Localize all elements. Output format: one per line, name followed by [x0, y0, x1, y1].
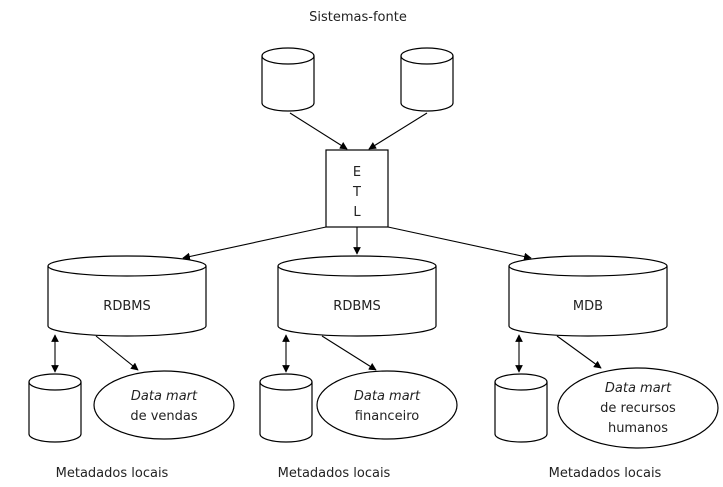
etl-letter-l: L: [353, 205, 361, 220]
metadata-3-label: Metadados locais: [549, 466, 662, 481]
metadata-2-label: Metadados locais: [278, 466, 391, 481]
metadata-2-cylinder: [259, 373, 313, 443]
store-3-label: MDB: [573, 299, 603, 314]
metadata-1-label: Metadados locais: [56, 466, 169, 481]
data-mart-financeiro-line2: financeiro: [355, 409, 419, 424]
data-mart-financeiro-line1: Data mart: [354, 389, 421, 404]
metadata-1-cylinder: [28, 373, 82, 443]
data-mart-vendas-line1: Data mart: [131, 389, 198, 404]
data-mart-rh-ellipse: [557, 367, 719, 449]
arrow-source-2-to-etl: [368, 112, 428, 150]
etl-box: [325, 149, 389, 228]
source-system-1-cylinder: [261, 47, 315, 112]
metadata-3-cylinder: [494, 373, 548, 443]
data-mart-vendas-ellipse: [93, 370, 235, 440]
etl-letter-e: E: [353, 165, 361, 180]
store-2-cylinder: [277, 255, 437, 337]
store-3-cylinder: [508, 255, 668, 337]
data-mart-rh-line3: humanos: [608, 421, 668, 436]
data-mart-rh-line1: Data mart: [605, 381, 672, 396]
etl-letter-t: T: [352, 185, 361, 200]
store-1-cylinder: [47, 255, 207, 337]
store-2-label: RDBMS: [333, 299, 380, 314]
data-mart-rh-line2: de recursos: [600, 401, 676, 416]
arrow-store-1-to-mart: [95, 335, 139, 371]
source-system-2-cylinder: [400, 47, 454, 112]
arrow-source-1-to-etl: [289, 112, 348, 150]
arrow-store-3-to-mart: [556, 335, 602, 369]
data-mart-vendas-line2: de vendas: [130, 409, 198, 424]
data-mart-financeiro-ellipse: [316, 370, 458, 440]
arrow-etl-to-store-3: [387, 226, 532, 261]
arrow-etl-to-store-1: [182, 226, 327, 261]
diagram-title: Sistemas-fonte: [309, 10, 407, 25]
arrow-store-2-to-mart: [321, 335, 377, 371]
store-1-label: RDBMS: [103, 299, 150, 314]
